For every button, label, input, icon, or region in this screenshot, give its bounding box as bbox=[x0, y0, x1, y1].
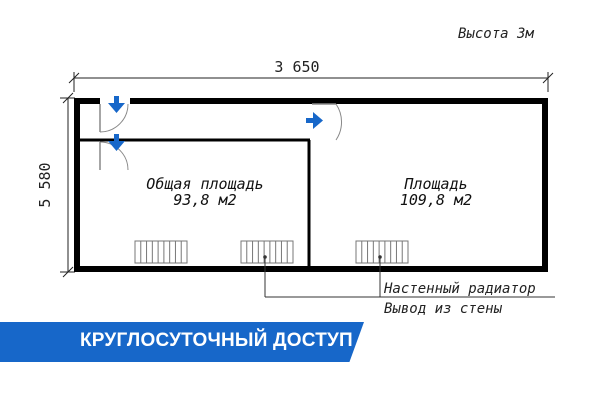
door-swing-icon bbox=[312, 103, 342, 141]
legend-outlet: Вывод из стены bbox=[384, 301, 503, 317]
outlet-point bbox=[263, 255, 267, 259]
room-name: Общая площадь bbox=[146, 175, 263, 193]
radiator-icon bbox=[355, 240, 409, 264]
promo-banner bbox=[0, 322, 364, 362]
room-area: 93,8 м2 bbox=[173, 191, 236, 209]
room-area: 109,8 м2 bbox=[400, 191, 472, 209]
outlet-point bbox=[378, 255, 382, 259]
door-swing-icon bbox=[99, 141, 129, 171]
depth-label: 5 580 bbox=[36, 162, 54, 207]
arrow-icon bbox=[108, 96, 125, 113]
depth-dimension: 5 580 bbox=[36, 92, 75, 278]
outer-wall bbox=[74, 98, 548, 272]
radiator-icon bbox=[134, 240, 188, 264]
door-swing-icon bbox=[99, 103, 129, 133]
arrow-icon bbox=[306, 112, 323, 129]
width-label: 3 650 bbox=[274, 58, 319, 76]
legend-leader bbox=[264, 256, 555, 298]
height-note: Высота 3м bbox=[458, 26, 534, 42]
arrow-icon bbox=[108, 134, 125, 151]
radiator-icon bbox=[240, 240, 294, 264]
legend-radiator: Настенный радиатор bbox=[383, 281, 536, 297]
promo-banner-text: КРУГЛОСУТОЧНЫЙ ДОСТУП bbox=[80, 330, 353, 351]
room-name: Площадь bbox=[403, 175, 467, 193]
width-dimension: 3 650 bbox=[68, 58, 554, 92]
